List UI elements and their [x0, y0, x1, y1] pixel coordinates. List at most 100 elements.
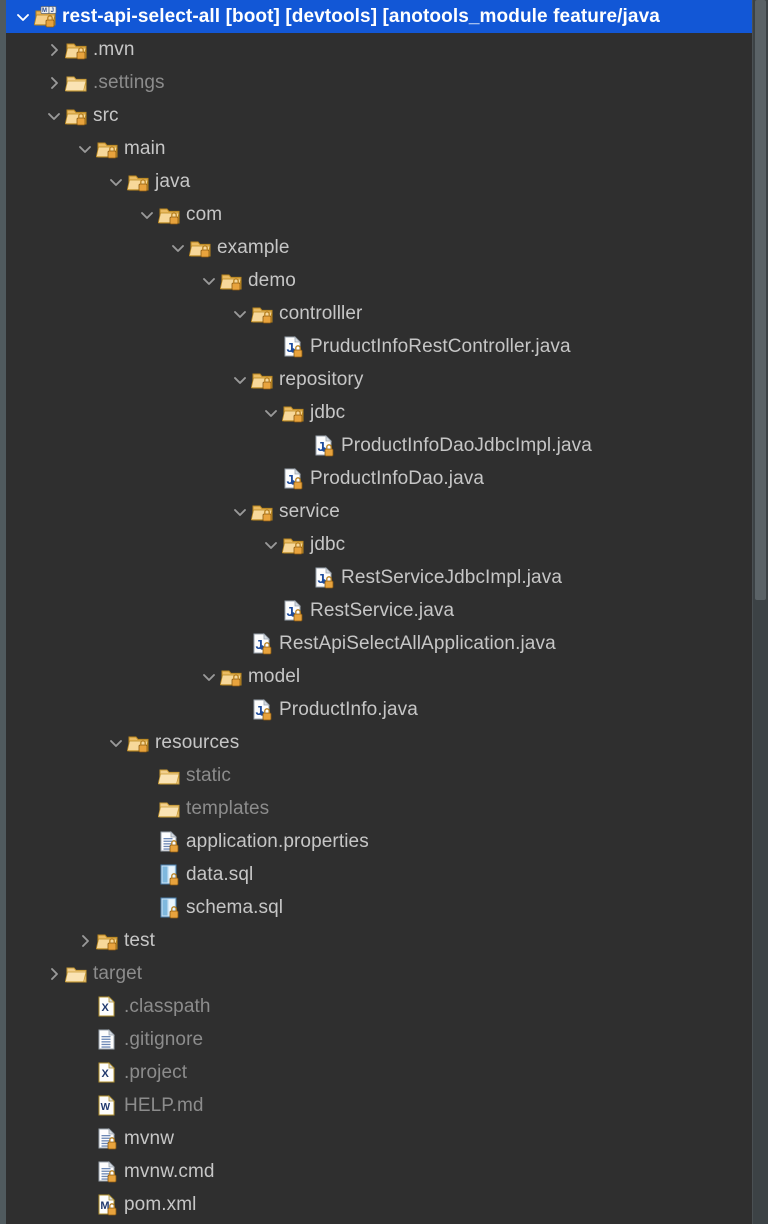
chevron-down-icon[interactable] — [167, 231, 189, 264]
tree-row[interactable]: .settings — [6, 66, 752, 99]
tree-row[interactable]: jdbc — [6, 528, 752, 561]
tree-row[interactable]: example — [6, 231, 752, 264]
tree-row[interactable]: repository — [6, 363, 752, 396]
twisty-spacer — [260, 462, 282, 495]
tree-row[interactable]: X.project — [6, 1056, 752, 1089]
folder-locked-icon — [127, 171, 151, 193]
twisty-spacer — [136, 858, 158, 891]
tree-row-label: .settings — [93, 71, 165, 93]
tree-row-label: .project — [124, 1061, 188, 1083]
twisty-spacer — [291, 561, 313, 594]
tree-row[interactable]: java — [6, 165, 752, 198]
tree-row[interactable]: jdbc — [6, 396, 752, 429]
vertical-scrollbar-thumb[interactable] — [755, 0, 766, 600]
panel-left-border — [0, 0, 6, 1224]
chevron-down-icon[interactable] — [74, 132, 96, 165]
tree-row-label: templates — [186, 797, 270, 819]
tree-row[interactable]: templates — [6, 792, 752, 825]
tree-row[interactable]: target — [6, 957, 752, 990]
tree-row-label: repository — [279, 368, 364, 390]
folder-icon — [65, 963, 89, 985]
tree-row[interactable]: mvnw.cmd — [6, 1155, 752, 1188]
chevron-right-icon[interactable] — [43, 957, 65, 990]
tree-row[interactable]: X.classpath — [6, 990, 752, 1023]
chevron-down-icon[interactable] — [105, 726, 127, 759]
tree-row-label: RestApiSelectAllApplication.java — [279, 632, 556, 654]
chevron-down-icon[interactable] — [198, 264, 220, 297]
chevron-down-icon[interactable] — [229, 363, 251, 396]
chevron-down-icon[interactable] — [260, 396, 282, 429]
folder-locked-icon — [251, 303, 275, 325]
tree-row-label: test — [124, 929, 156, 951]
tree-row-label: main — [124, 137, 166, 159]
chevron-down-icon[interactable] — [12, 0, 34, 33]
chevron-down-icon[interactable] — [229, 297, 251, 330]
folder-locked-icon — [127, 732, 151, 754]
xml-file-icon: X — [96, 1061, 120, 1084]
twisty-spacer — [229, 693, 251, 726]
tree-row-label: java — [155, 170, 191, 192]
tree-row-label: RestService.java — [310, 599, 455, 621]
folder-locked-icon — [251, 501, 275, 523]
tree-row[interactable]: service — [6, 495, 752, 528]
tree-row[interactable]: schema.sql — [6, 891, 752, 924]
tree-row-label: pom.xml — [124, 1193, 197, 1215]
svg-text:J: J — [318, 571, 325, 586]
tree-row-label: jdbc — [310, 401, 346, 423]
tree-row[interactable]: src — [6, 99, 752, 132]
chevron-down-icon[interactable] — [105, 165, 127, 198]
tree-row[interactable]: demo — [6, 264, 752, 297]
tree-row[interactable]: data.sql — [6, 858, 752, 891]
tree-row[interactable]: J RestServiceJdbcImpl.java — [6, 561, 752, 594]
tree-row[interactable]: application.properties — [6, 825, 752, 858]
chevron-down-icon[interactable] — [198, 660, 220, 693]
markdown-file-icon: W — [96, 1094, 120, 1117]
java-file-icon: J — [282, 599, 306, 622]
tree-row[interactable]: model — [6, 660, 752, 693]
chevron-right-icon[interactable] — [43, 33, 65, 66]
tree-row[interactable]: .gitignore — [6, 1023, 752, 1056]
twisty-spacer — [74, 1122, 96, 1155]
twisty-spacer — [74, 1023, 96, 1056]
folder-locked-icon — [65, 105, 89, 127]
tree-row-label: mvnw.cmd — [124, 1160, 215, 1182]
vertical-scrollbar[interactable] — [752, 0, 768, 1224]
twisty-spacer — [74, 1089, 96, 1122]
chevron-down-icon[interactable] — [229, 495, 251, 528]
tree-row[interactable]: com — [6, 198, 752, 231]
svg-text:J: J — [256, 703, 263, 718]
tree-row[interactable]: resources — [6, 726, 752, 759]
tree-row-label: RestServiceJdbcImpl.java — [341, 566, 562, 588]
folder-locked-icon — [282, 402, 306, 424]
text-file-icon — [96, 1028, 120, 1051]
chevron-right-icon[interactable] — [43, 66, 65, 99]
chevron-down-icon[interactable] — [260, 528, 282, 561]
twisty-spacer — [136, 792, 158, 825]
chevron-down-icon[interactable] — [136, 198, 158, 231]
tree-row[interactable]: controlller — [6, 297, 752, 330]
folder-locked-icon — [220, 270, 244, 292]
text-file-locked-icon — [96, 1127, 120, 1150]
tree-row[interactable]: main — [6, 132, 752, 165]
chevron-down-icon[interactable] — [43, 99, 65, 132]
properties-file-icon — [158, 830, 182, 853]
twisty-spacer — [229, 627, 251, 660]
chevron-right-icon[interactable] — [74, 924, 96, 957]
tree-row[interactable]: test — [6, 924, 752, 957]
twisty-spacer — [136, 825, 158, 858]
tree-row[interactable]: static — [6, 759, 752, 792]
tree-row[interactable]: mvnw — [6, 1122, 752, 1155]
svg-text:W: W — [101, 1102, 111, 1113]
tree-row[interactable]: .mvn — [6, 33, 752, 66]
